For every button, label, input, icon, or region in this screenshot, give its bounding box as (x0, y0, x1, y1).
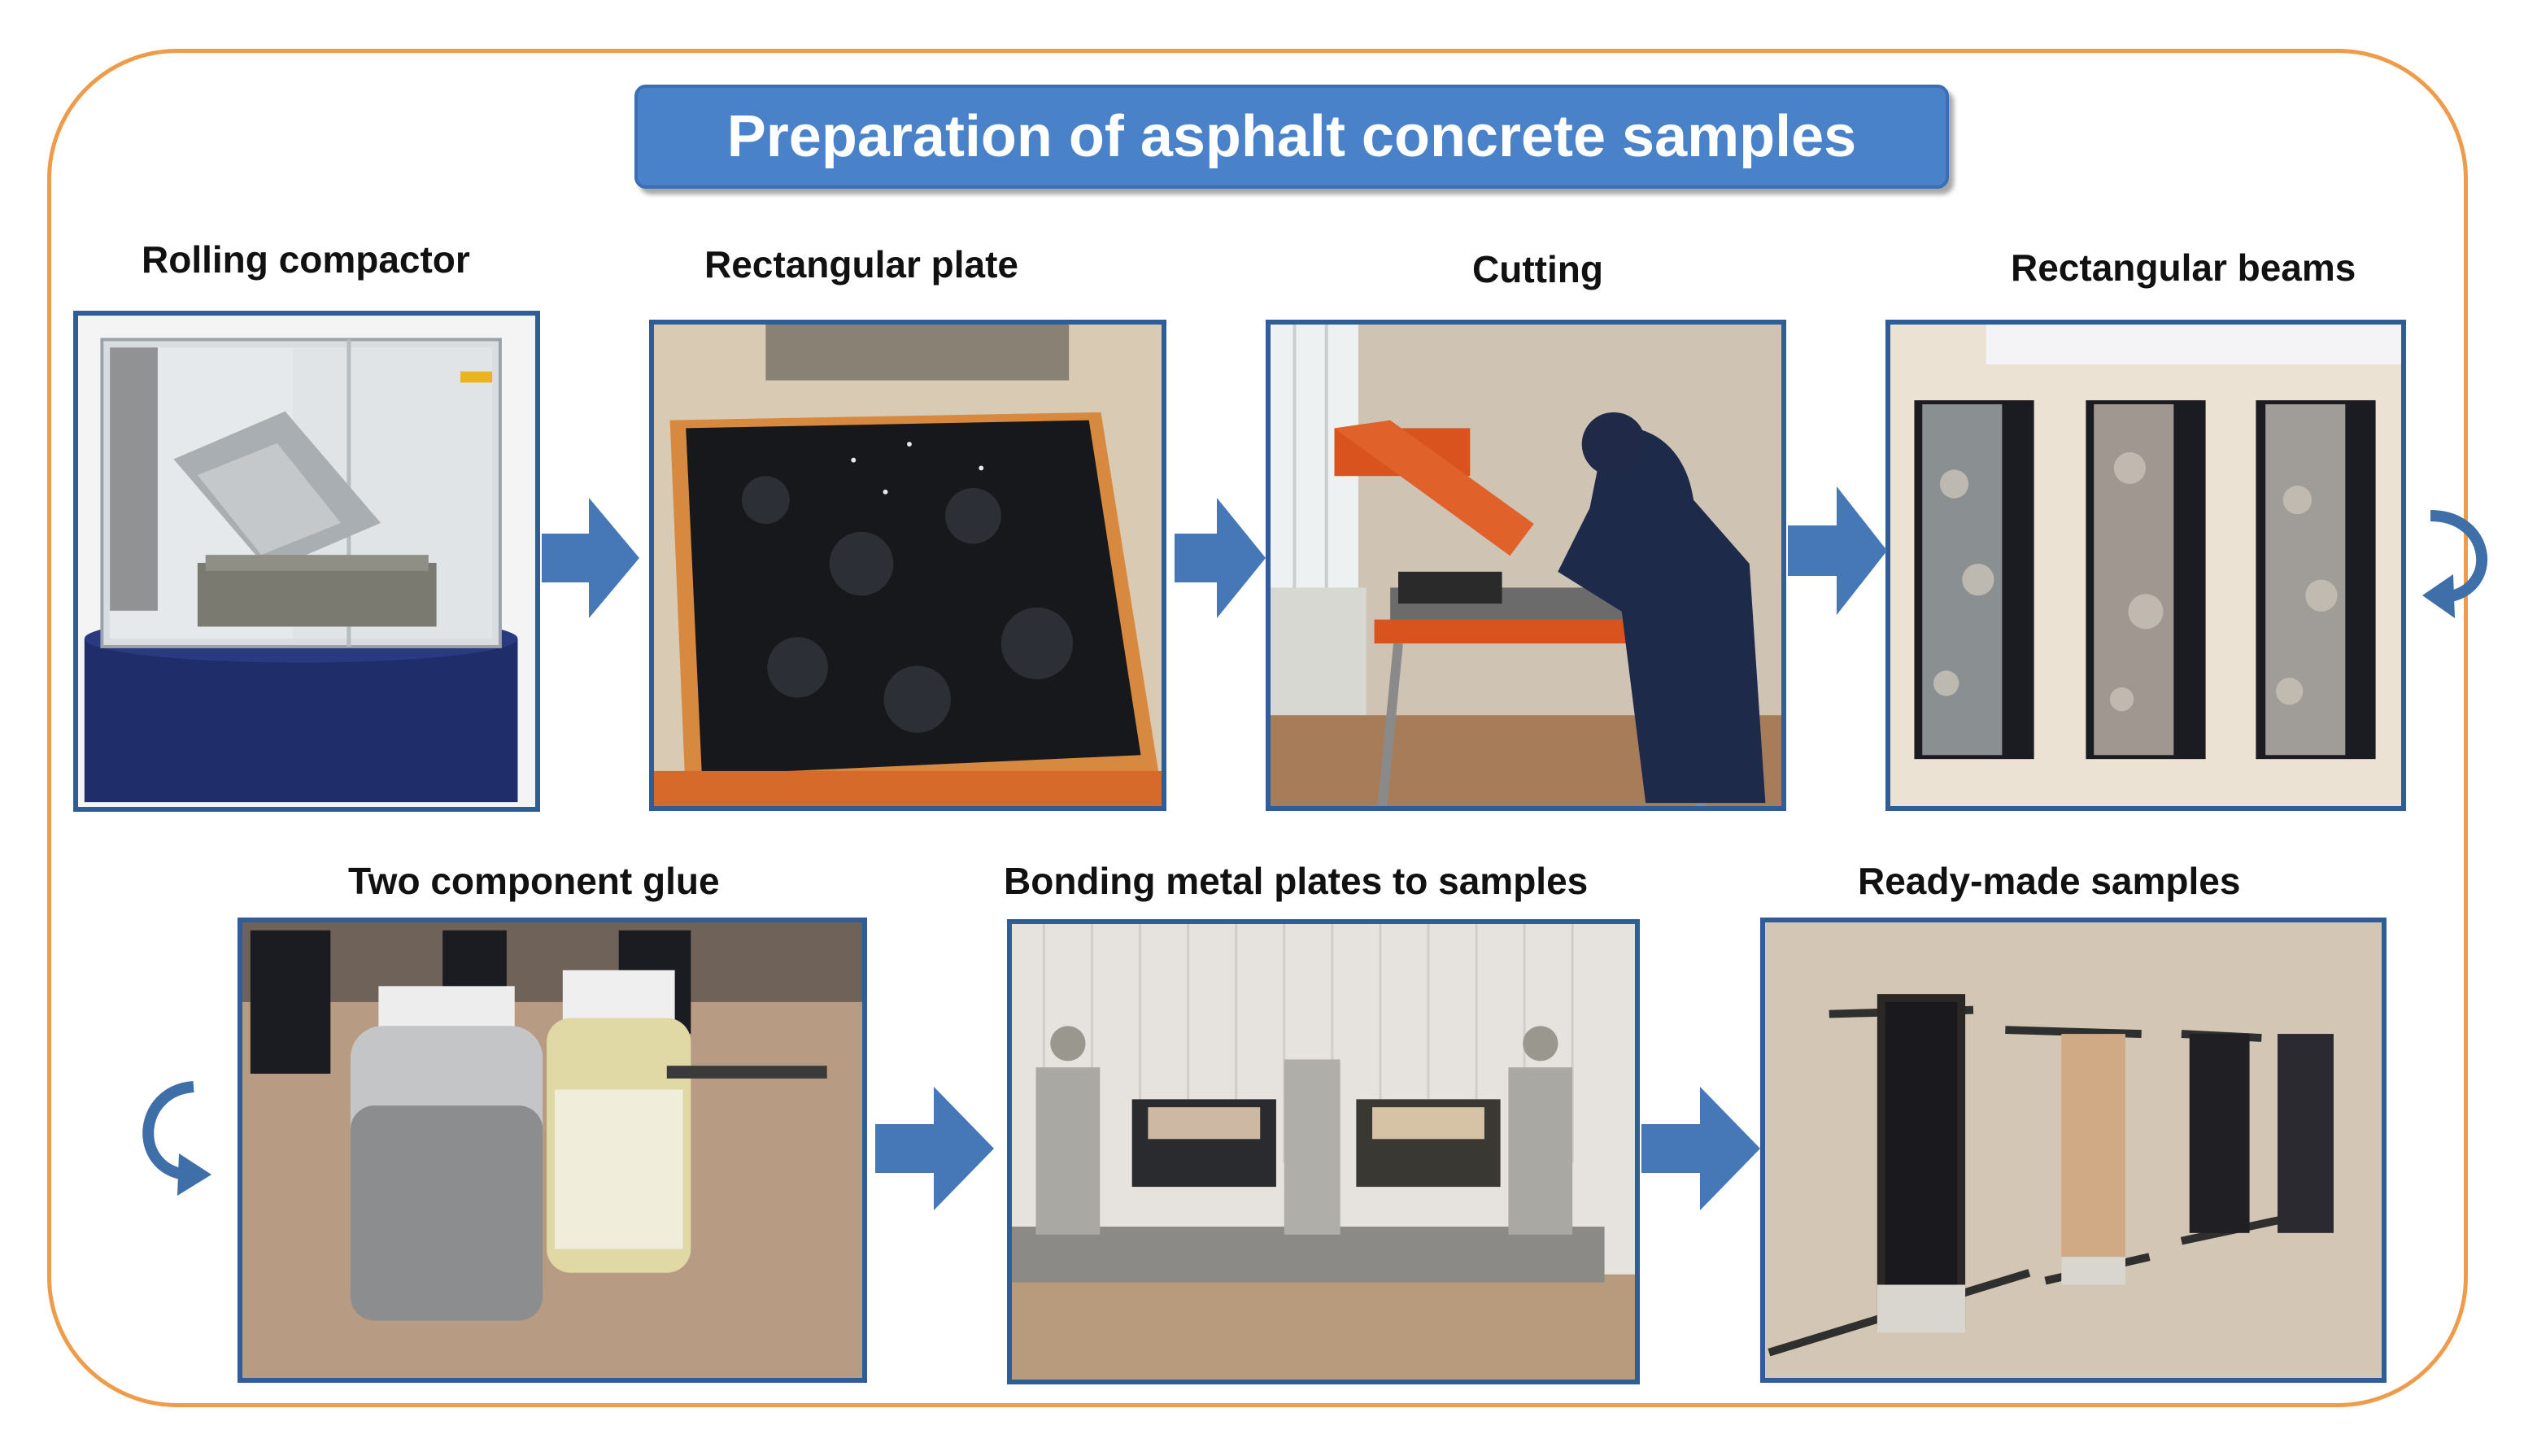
right-arrow-icon (1788, 486, 1887, 615)
page-title: Preparation of asphalt concrete samples (634, 85, 1949, 189)
right-arrow-icon (1641, 1087, 1760, 1210)
right-arrow-icon (542, 498, 639, 618)
photo-cutting (1266, 320, 1786, 811)
right-arrow-icon (875, 1087, 994, 1210)
step-label-bonding-metal-plates: Bonding metal plates to samples (1004, 860, 1589, 902)
step-label-ready-made-samples: Ready-made samples (1858, 860, 2241, 902)
photo-ready-made-samples (1760, 918, 2387, 1383)
right-arrow-icon (1175, 498, 1266, 618)
step-label-rectangular-beams: Rectangular beams (2011, 246, 2356, 289)
photo-rolling-compactor (73, 311, 540, 812)
photo-rectangular-beams (1885, 320, 2406, 811)
step-label-rectangular-plate: Rectangular plate (704, 243, 1018, 286)
photo-bonding-metal-plates (1007, 919, 1640, 1384)
curved-return-arrow-icon (2414, 499, 2504, 630)
photo-two-component-glue (238, 918, 867, 1383)
step-label-rolling-compactor: Rolling compactor (142, 238, 470, 281)
process-frame (47, 49, 2468, 1407)
step-label-two-component-glue: Two component glue (348, 860, 720, 902)
page-title-text: Preparation of asphalt concrete samples (726, 104, 1857, 169)
photo-rectangular-plate (649, 320, 1166, 811)
step-label-cutting: Cutting (1472, 248, 1603, 290)
curved-return-arrow-icon (129, 1070, 220, 1201)
